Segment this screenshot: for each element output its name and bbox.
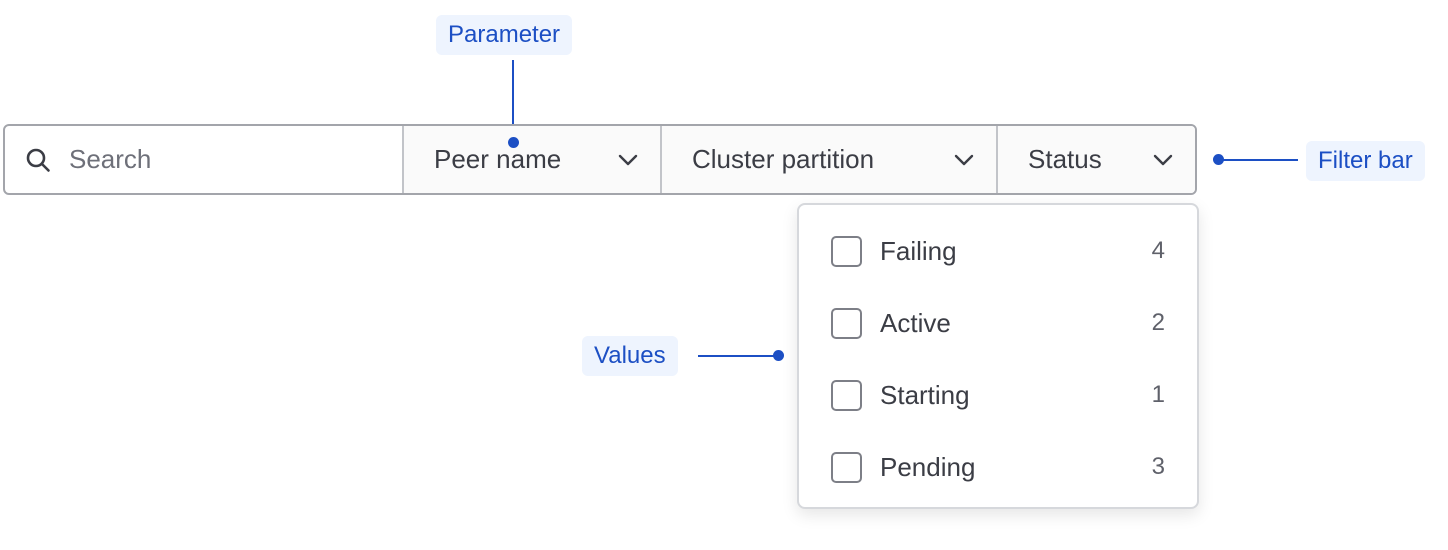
search-icon bbox=[25, 147, 51, 173]
option-label: Active bbox=[880, 307, 951, 338]
checkbox[interactable] bbox=[831, 307, 862, 339]
option-label: Pending bbox=[880, 451, 976, 482]
search-box[interactable] bbox=[5, 126, 402, 193]
parameter-callout: Parameter bbox=[436, 15, 573, 55]
option-starting[interactable]: Starting 1 bbox=[799, 359, 1197, 431]
option-count: 3 bbox=[1151, 453, 1165, 480]
option-count: 2 bbox=[1151, 309, 1165, 336]
option-label: Failing bbox=[880, 235, 957, 266]
status-filter-dropdown[interactable]: Status bbox=[996, 126, 1195, 193]
search-input[interactable] bbox=[69, 144, 369, 175]
checkbox[interactable] bbox=[831, 235, 862, 267]
peer-name-filter-label: Peer name bbox=[434, 144, 562, 174]
filter-bar-callout-line bbox=[1218, 159, 1298, 161]
cluster-partition-filter-dropdown[interactable]: Cluster partition bbox=[660, 126, 996, 193]
chevron-down-icon bbox=[1151, 148, 1175, 172]
values-callout: Values bbox=[582, 336, 678, 376]
filter-bar-callout: Filter bar bbox=[1306, 141, 1425, 181]
peer-name-filter-dropdown[interactable]: Peer name bbox=[402, 126, 660, 193]
filter-bar: Peer name Cluster partition Status bbox=[3, 124, 1197, 195]
chevron-down-icon bbox=[616, 148, 640, 172]
option-pending[interactable]: Pending 3 bbox=[799, 431, 1197, 503]
status-dropdown-panel: Failing 4 Active 2 Starting 1 Pending 3 bbox=[797, 203, 1199, 509]
status-filter-label: Status bbox=[1028, 144, 1102, 174]
option-active[interactable]: Active 2 bbox=[799, 287, 1197, 359]
option-failing[interactable]: Failing 4 bbox=[799, 215, 1197, 287]
values-callout-dot bbox=[773, 350, 784, 361]
chevron-down-icon bbox=[952, 148, 976, 172]
parameter-callout-line bbox=[512, 60, 514, 140]
parameter-callout-dot bbox=[508, 137, 519, 148]
values-callout-line bbox=[698, 355, 778, 357]
option-label: Starting bbox=[880, 379, 970, 410]
checkbox[interactable] bbox=[831, 451, 862, 483]
cluster-partition-filter-label: Cluster partition bbox=[692, 144, 875, 174]
checkbox[interactable] bbox=[831, 379, 862, 411]
option-count: 1 bbox=[1151, 381, 1165, 408]
option-count: 4 bbox=[1151, 237, 1165, 264]
